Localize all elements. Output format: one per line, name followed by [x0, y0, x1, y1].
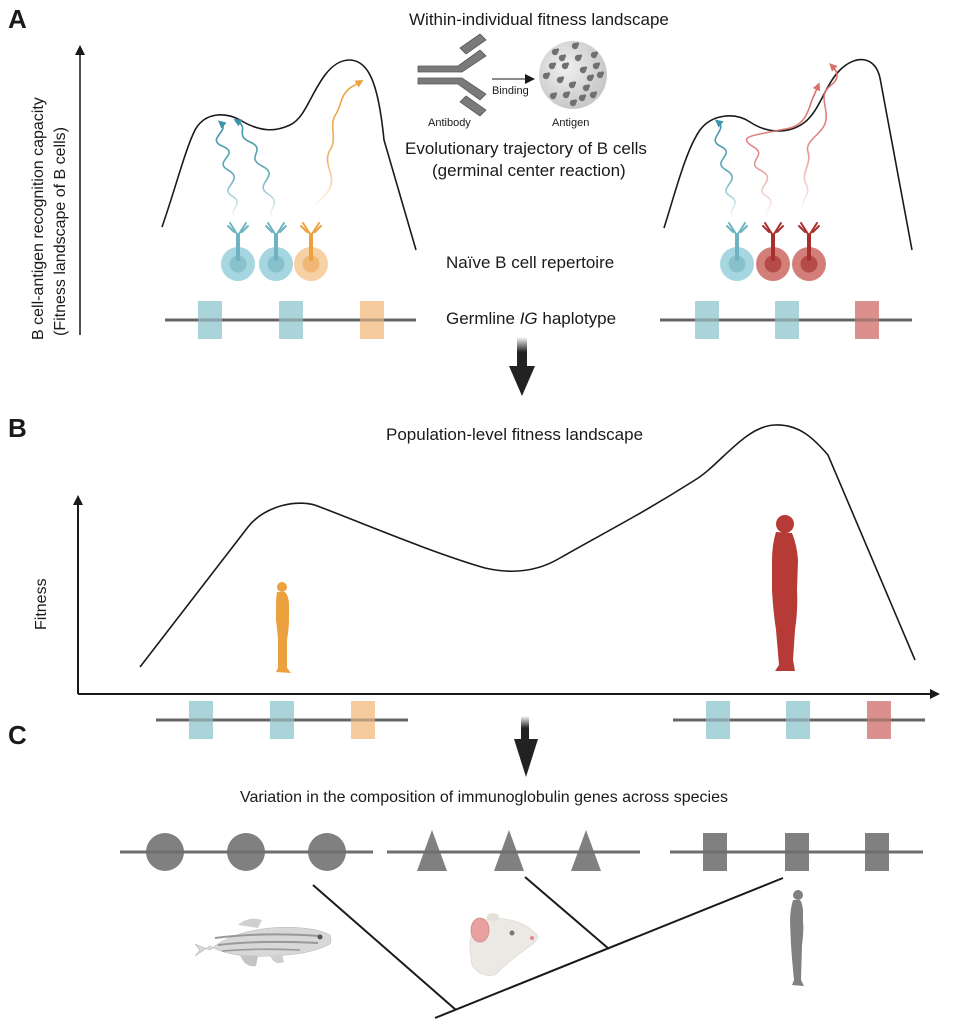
- gene-track-human: [670, 833, 923, 871]
- trajectory-label-2: (germinal center reaction): [432, 161, 626, 180]
- trajectory-teal-right: [714, 119, 736, 219]
- haplotype-label-suffix: haplotype: [537, 309, 617, 328]
- panel-c-letter: C: [8, 720, 27, 750]
- down-arrow-a-to-b: [509, 366, 535, 396]
- trajectory-red-1: [745, 82, 821, 219]
- bcr-antibody-icon: [227, 222, 249, 261]
- haplotype-label: Germline IG haplotype: [446, 309, 616, 329]
- population-left-haplotype: [156, 701, 408, 739]
- trajectory-label-1: Evolutionary trajectory of B cells: [405, 139, 647, 158]
- haplotype-label-prefix: Germline: [446, 309, 520, 328]
- gene-segment-red: [855, 301, 879, 339]
- right-naive-b-cells: [720, 222, 826, 281]
- person-gray-icon: [790, 890, 804, 986]
- panel-a-title: Within-individual fitness landscape: [409, 10, 669, 29]
- b-cell-red: [792, 222, 826, 281]
- gene-track-fish: [120, 833, 373, 871]
- trajectory-teal-2: [233, 119, 276, 219]
- repertoire-label: Naïve B cell repertoire: [446, 253, 615, 272]
- binding-label: Binding: [492, 85, 529, 97]
- bcr-antibody-icon: [762, 222, 784, 261]
- b-cell-teal: [259, 222, 293, 281]
- antigen-label: Antigen: [552, 117, 590, 129]
- species-gene-tracks: [120, 830, 923, 871]
- gene-segment-teal: [695, 301, 719, 339]
- panel-c-title: Variation in the composition of immunogl…: [240, 789, 728, 806]
- b-cell-orange: [294, 222, 328, 281]
- person-orange-icon: [276, 582, 291, 673]
- b-cell-teal: [720, 222, 754, 281]
- antibody-label: Antibody: [428, 117, 471, 129]
- haplotype-label-ig: IG: [519, 309, 538, 328]
- bcr-antibody-icon: [798, 222, 820, 261]
- trajectory-orange: [310, 79, 364, 211]
- panel-b-letter: B: [8, 413, 27, 443]
- population-fitness-landscape: [139, 424, 916, 668]
- antibody-icon: [417, 33, 487, 117]
- gene-segment-teal: [786, 701, 810, 739]
- down-arrow-a-to-b-stem: [517, 337, 527, 367]
- gene-segment-teal: [706, 701, 730, 739]
- down-arrow-b-to-c: [514, 739, 538, 777]
- mouse-icon: [469, 913, 538, 976]
- left-naive-b-cells: [221, 222, 328, 281]
- trajectory-red-2: [801, 63, 838, 213]
- phylogenetic-tree: [312, 876, 784, 1019]
- gene-track-mouse: [387, 830, 640, 871]
- bcr-antibody-icon: [265, 222, 287, 261]
- panel-b-title: Population-level fitness landscape: [386, 425, 644, 444]
- gene-segment-teal: [189, 701, 213, 739]
- gene-segment-teal: [270, 701, 294, 739]
- left-germline-haplotype: [165, 301, 416, 339]
- right-individual-fitness-landscape: [663, 58, 913, 251]
- gene-segment-teal: [775, 301, 799, 339]
- gene-segment-orange: [360, 301, 384, 339]
- zebrafish-icon: [194, 918, 332, 967]
- bcr-antibody-icon: [726, 222, 748, 261]
- b-cell-teal: [221, 222, 255, 281]
- person-red-icon: [772, 515, 798, 671]
- gene-segment-red: [867, 701, 891, 739]
- b-cell-red: [756, 222, 790, 281]
- gene-segment-orange: [351, 701, 375, 739]
- trajectory-teal-1: [215, 120, 238, 219]
- bcr-antibody-icon: [300, 222, 322, 261]
- right-germline-haplotype: [660, 301, 912, 339]
- left-individual-fitness-landscape: [161, 59, 417, 251]
- population-right-haplotype: [673, 701, 925, 739]
- gene-segment-teal: [198, 301, 222, 339]
- down-arrow-b-to-c-stem: [521, 716, 529, 740]
- antigen-virus-icon: [539, 41, 607, 109]
- panel-a-letter: A: [8, 4, 27, 34]
- gene-segment-teal: [279, 301, 303, 339]
